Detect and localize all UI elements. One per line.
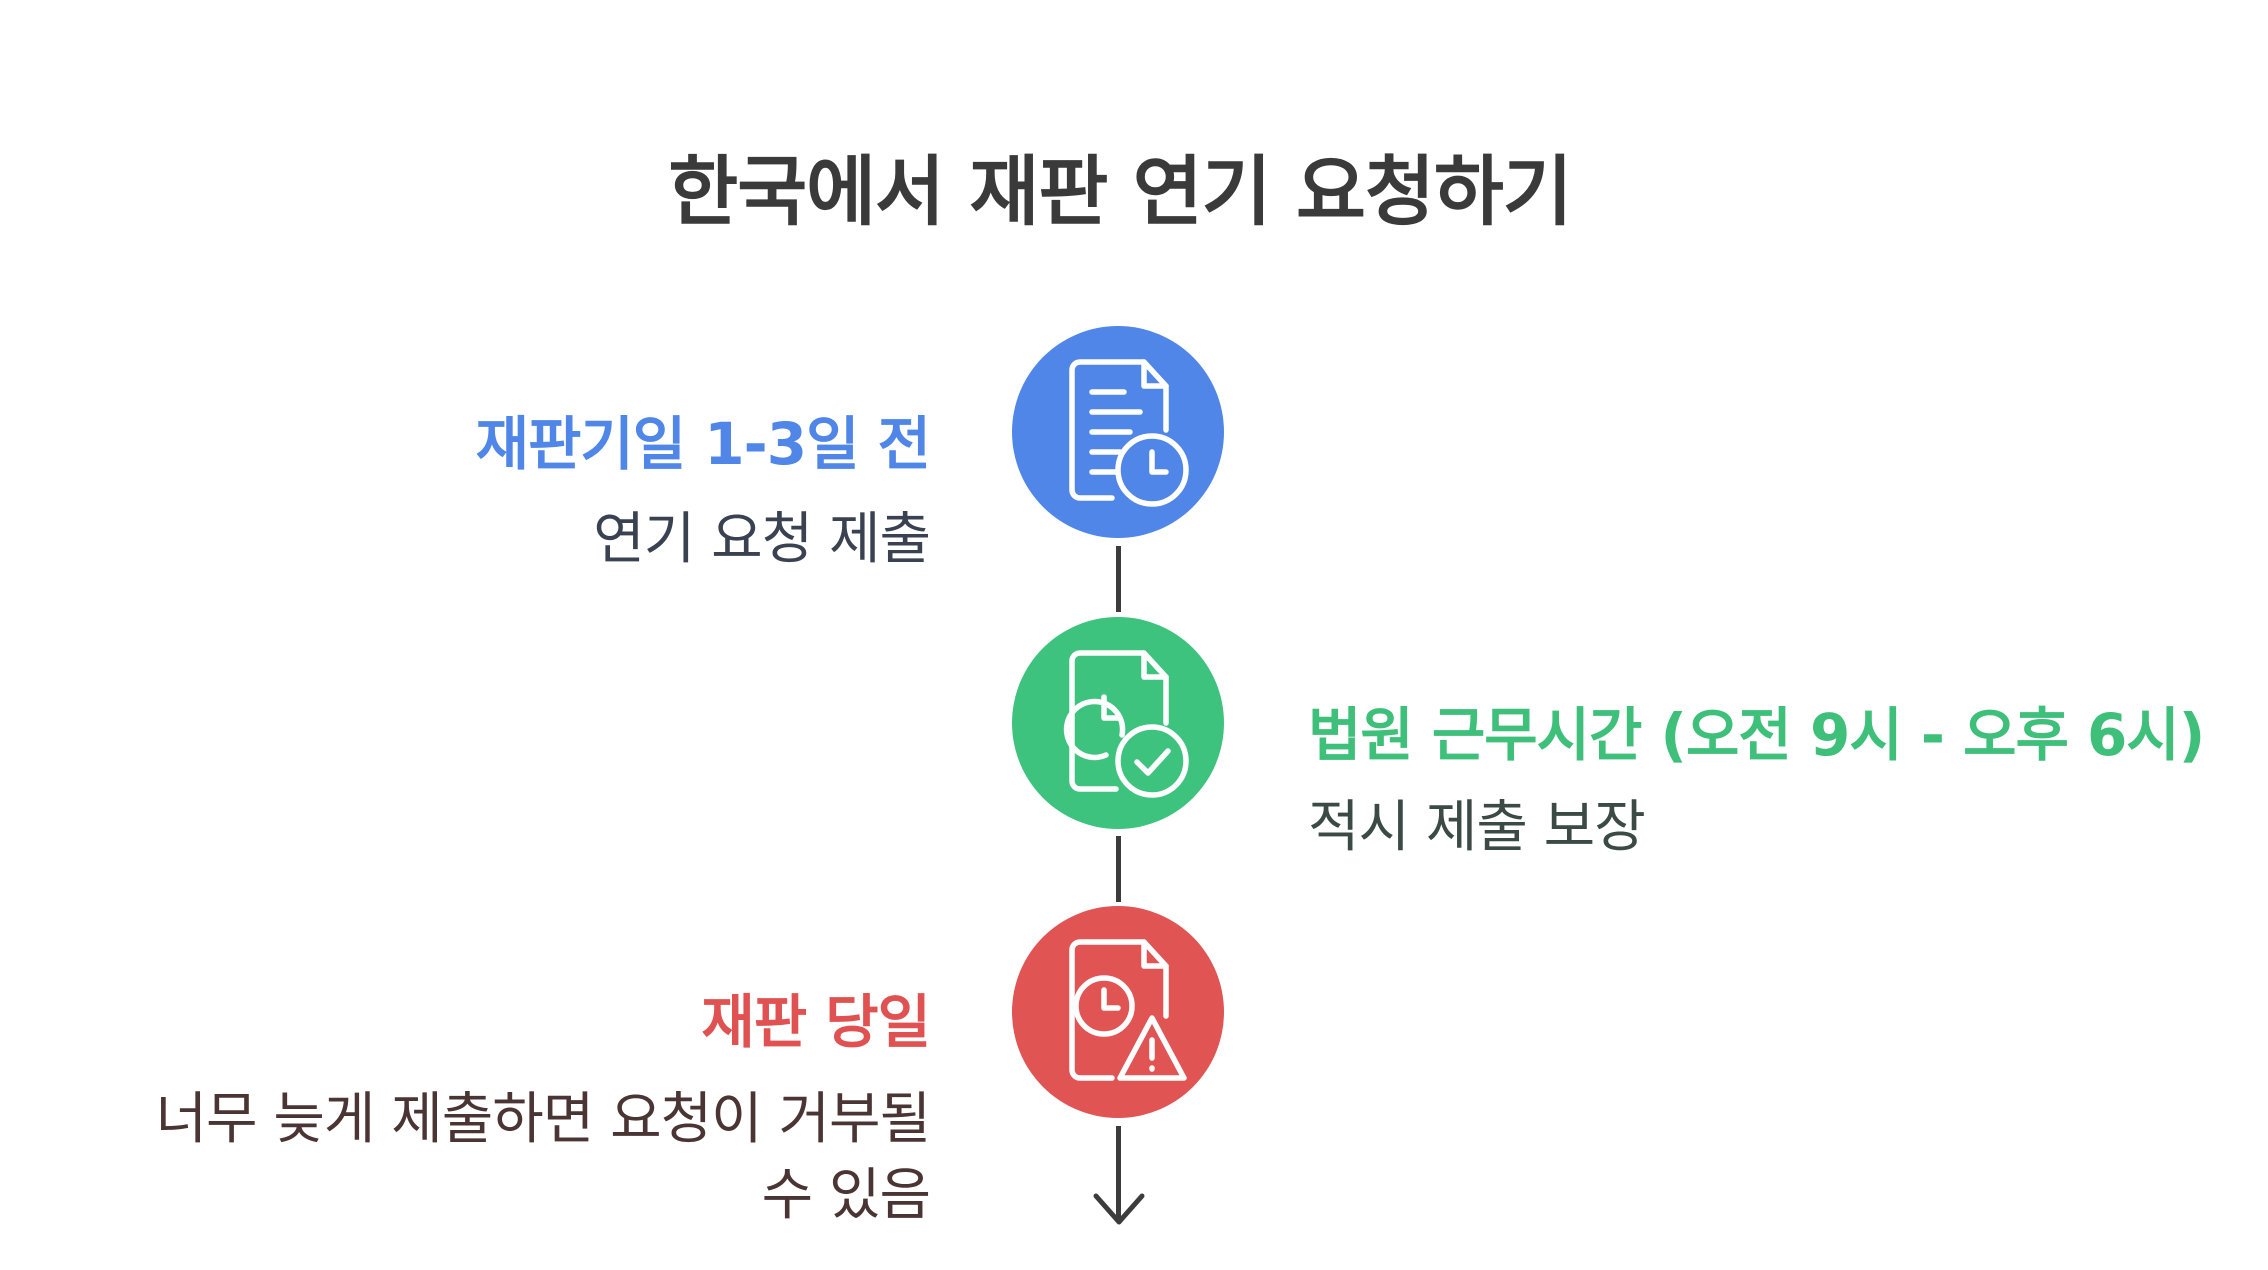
step-1-description-line: 연기 요청 제출 (593, 507, 931, 572)
step-1-node (1012, 326, 1224, 538)
step-2-description: 적시 제출 보장 (1308, 790, 2208, 866)
document-clock-warning-icon (1069, 939, 1187, 1081)
step-1-label: 재판기일 1-3일 전 (475, 410, 931, 478)
document-clock-icon (1069, 359, 1189, 507)
connector-line-3 (1116, 1126, 1121, 1222)
step-2-node (1012, 617, 1224, 829)
step-3-description-line-1: 너무 늦게 제출하면 요청이 거부될 (155, 1087, 931, 1152)
arrow-down-icon (1093, 1193, 1145, 1225)
connector-line-2 (1116, 836, 1121, 902)
step-2-description-line: 적시 제출 보장 (1308, 795, 1646, 860)
diagram-title: 한국에서 재판 연기 요청하기 (668, 147, 1572, 236)
connector-line-1 (1116, 546, 1121, 612)
step-3-description: 너무 늦게 제출하면 요청이 거부될 수 있음 (30, 1082, 931, 1234)
step-2-label: 법원 근무시간 (오전 9시 - 오후 6시) (1308, 701, 2205, 769)
step-3-node (1012, 906, 1224, 1118)
step-3-label: 재판 당일 (701, 988, 931, 1056)
step-3-description-line-2: 수 있음 (761, 1163, 931, 1228)
step-1-description: 연기 요청 제출 (30, 502, 931, 578)
document-clock-check-icon (1063, 650, 1189, 798)
